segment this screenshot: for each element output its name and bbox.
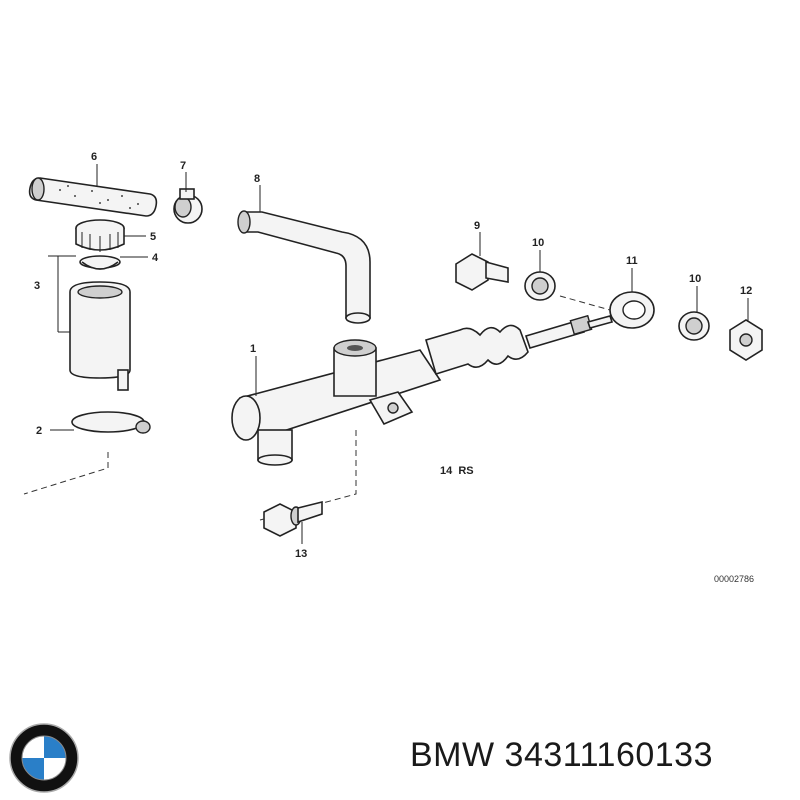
part-clutch-master-cylinder <box>231 339 442 466</box>
part-washer-b <box>678 311 710 341</box>
note-14-rs: 14 RS <box>440 465 474 477</box>
part-hose-clamp-small <box>173 188 203 224</box>
bmw-logo <box>9 723 79 793</box>
drawing-number: 00002786 <box>714 574 754 584</box>
callout-13: 13 <box>295 548 307 560</box>
part-dust-boot <box>425 324 529 376</box>
part-fluid-reservoir <box>69 281 131 391</box>
callout-8: 8 <box>254 173 260 185</box>
callout-2: 2 <box>36 425 42 437</box>
part-reservoir-clamp <box>71 411 151 434</box>
part-cap-seal <box>79 255 121 270</box>
part-washer-a <box>524 271 556 301</box>
callout-7: 7 <box>180 160 186 172</box>
callout-10a: 10 <box>532 237 544 249</box>
part-bolt <box>455 253 509 291</box>
part-reservoir-cap <box>75 219 125 252</box>
part-hex-nut <box>729 319 763 361</box>
part-pushrod <box>524 314 614 349</box>
part-number-label: BMW 34311160133 <box>410 736 713 774</box>
callout-6: 6 <box>91 151 97 163</box>
callout-9: 9 <box>474 220 480 232</box>
callout-5: 5 <box>150 231 156 243</box>
part-mounting-bolt <box>263 500 323 537</box>
callout-4: 4 <box>152 252 159 264</box>
callout-10b: 10 <box>689 273 701 285</box>
callout-11: 11 <box>626 255 638 267</box>
part-eye-fitting <box>609 291 655 329</box>
callout-1: 1 <box>250 343 256 355</box>
part-elbow-pipe <box>237 210 371 324</box>
callout-12: 12 <box>740 285 752 297</box>
callout-3: 3 <box>34 280 40 292</box>
part-hose <box>28 177 158 217</box>
